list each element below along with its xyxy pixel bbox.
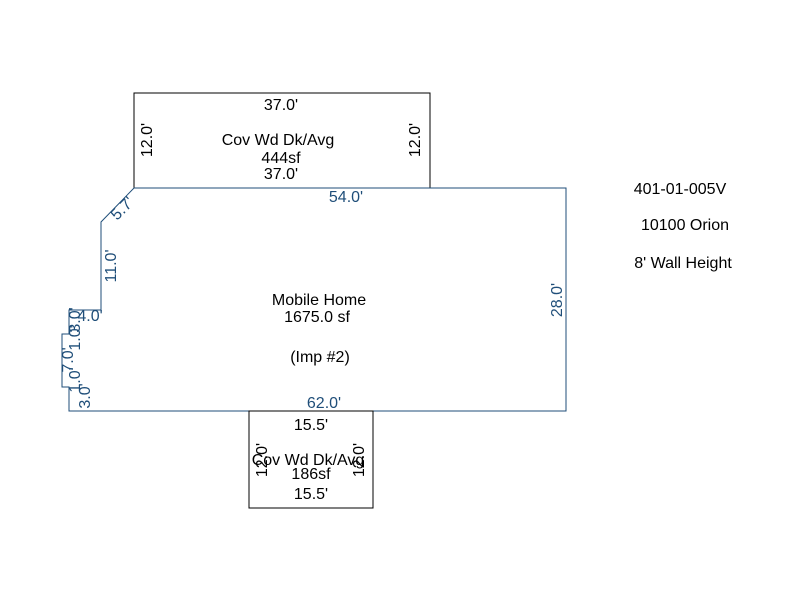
mobile-home-dim-step: 4.0' <box>77 308 102 325</box>
mobile-home-dim-bottom: 62.0' <box>307 395 341 412</box>
top-deck-dim-top: 37.0' <box>264 97 298 114</box>
property-info: 401-01-005V 10100 Orion 8' Wall Height <box>634 181 733 272</box>
top-deck-dim-right: 12.0' <box>407 123 424 157</box>
bottom-deck-dim-right: 12.0' <box>351 443 368 477</box>
top-deck-dim-left: 12.0' <box>139 123 156 157</box>
bottom-deck: 15.5' Cov Wd Dk/Avg 186sf 15.5' 12.0' 12… <box>248 410 374 509</box>
top-deck-dim-bottom: 37.0' <box>264 166 298 183</box>
top-deck: 37.0' Cov Wd Dk/Avg 444sf 37.0' 12.0' 12… <box>133 92 431 189</box>
property-address: 10100 Orion <box>641 217 729 234</box>
mobile-home-dim-s1: 3.0' <box>67 307 84 332</box>
mobile-home-dim-diag: 5.7' <box>108 194 138 224</box>
bottom-deck-dim-top: 15.5' <box>294 417 328 434</box>
mobile-home-dim-s3: 7.0' <box>60 347 77 372</box>
mobile-home-label: Mobile Home <box>272 292 366 309</box>
bottom-deck-label: Cov Wd Dk/Avg <box>252 452 365 469</box>
bottom-deck-dim-left: 12.0' <box>254 443 271 477</box>
top-deck-label: Cov Wd Dk/Avg <box>222 132 335 149</box>
bottom-deck-outline <box>248 410 374 509</box>
mobile-home-dim-s4: 1.0' <box>67 367 84 392</box>
mobile-home: 54.0' 28.0' 62.0' 5.7' 11.0' 4.0' 3.0' 1… <box>60 187 567 412</box>
mobile-home-dim-s2: 1.0' <box>67 325 84 350</box>
mobile-home-dim-right: 28.0' <box>549 283 566 317</box>
bottom-deck-dim-bottom: 15.5' <box>294 486 328 503</box>
mobile-home-area: 1675.0 sf <box>284 309 350 326</box>
mobile-home-dim-top: 54.0' <box>329 189 363 206</box>
mobile-home-outline <box>61 187 567 412</box>
wall-height: 8' Wall Height <box>634 255 732 272</box>
mobile-home-dim-left-upper: 11.0' <box>103 249 120 282</box>
top-deck-area: 444sf <box>261 150 301 167</box>
mobile-home-imp: (Imp #2) <box>290 349 350 366</box>
mobile-home-dim-s5: 3.0' <box>77 383 94 408</box>
bottom-deck-area: 186sf <box>291 466 331 483</box>
parcel-id: 401-01-005V <box>634 181 727 198</box>
